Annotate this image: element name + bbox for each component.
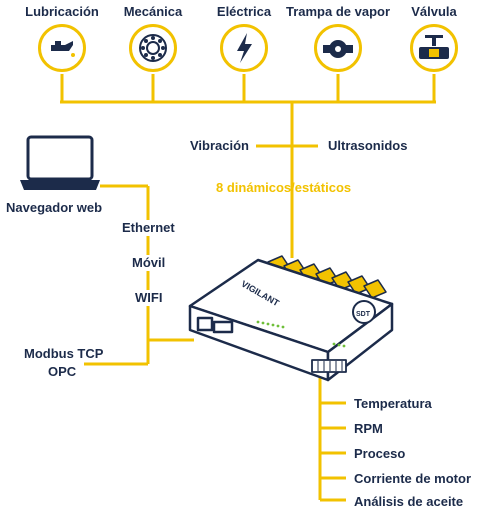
- vibracion-label: Vibración: [190, 138, 250, 153]
- movil-label: Móvil: [130, 255, 168, 271]
- output-temperatura: Temperatura: [354, 396, 432, 411]
- sdt-badge: SDT: [356, 311, 370, 318]
- sensor-label-electrica: Eléctrica: [216, 4, 272, 19]
- output-rpm: RPM: [354, 421, 383, 436]
- sensor-bus-lines: [60, 74, 436, 502]
- oil-can-icon: [38, 24, 86, 72]
- output-proceso: Proceso: [354, 446, 406, 461]
- dinamicos-estaticos-label: 8 dinámicos/estáticos: [216, 180, 352, 195]
- sensor-label-mecanica: Mecánica: [123, 4, 183, 19]
- sensor-label-trampa-de-vapor: Trampa de vapor: [285, 4, 391, 19]
- output-analisis-de-aceite: Análisis de aceite: [354, 494, 464, 509]
- lightning-bolt-icon: [220, 24, 268, 72]
- opc-label: OPC: [48, 364, 77, 379]
- laptop-icon: [20, 135, 100, 190]
- sensor-label-valvula: Válvula: [411, 4, 457, 19]
- bearing-icon: [129, 24, 177, 72]
- sdt-device: [188, 255, 394, 382]
- steam-trap-icon: [314, 24, 362, 72]
- valve-icon: [410, 24, 458, 72]
- navegador-web-label: Navegador web: [6, 200, 103, 215]
- ultrasonidos-label: Ultrasonidos: [328, 138, 408, 153]
- sensor-label-lubricacion: Lubricación: [25, 4, 99, 19]
- modbus-tcp-label: Modbus TCP: [24, 346, 104, 361]
- output-corriente-de-motor: Corriente de motor: [354, 471, 472, 486]
- ethernet-label: Ethernet: [120, 220, 177, 236]
- wifi-label: WIFI: [133, 290, 165, 306]
